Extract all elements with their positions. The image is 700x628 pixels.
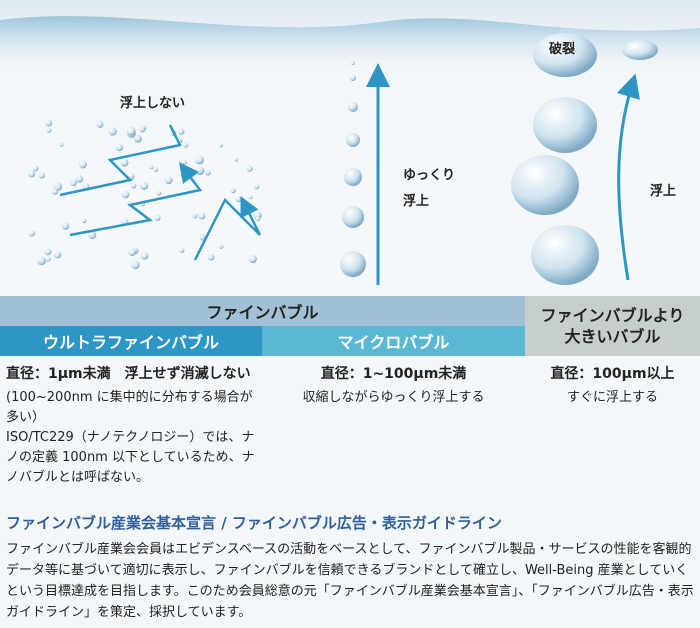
bubble-diagram	[0, 16, 700, 285]
burst-label: 破裂	[549, 42, 576, 57]
ultrafine-note: (100~200nm に集中的に分布する場合が多い）	[6, 390, 253, 425]
micro-bubble	[346, 133, 360, 147]
ultrafine-bubble	[195, 166, 205, 175]
ultrafine-bubble	[234, 157, 239, 162]
ultrafine-bubble	[75, 175, 84, 183]
ultrafine-bubble	[207, 253, 215, 261]
ultrafine-bubble	[108, 127, 117, 136]
ultrafine-bubble	[192, 213, 198, 219]
ultrafine-bubble	[70, 179, 77, 187]
ultrafine-bubble	[37, 256, 46, 266]
ultrafine-bubble	[164, 176, 173, 185]
ultrafine-bubble	[153, 167, 159, 172]
ultrafine-bubble	[218, 244, 224, 249]
ultrafine-bubble	[81, 218, 87, 224]
ultrafine-bubble	[59, 142, 64, 147]
ultrafine-bubble	[182, 159, 187, 165]
ultrafine-bubble	[131, 183, 137, 189]
fine-bubble-header: ファインバブル	[0, 296, 525, 326]
ultrafine-iso-note: ISO/TC229（ナノテクノロジー）では、ナノの定義 100nm 以下としてい…	[6, 430, 255, 485]
micro-bubble	[350, 75, 356, 81]
ultrafine-bubble	[195, 155, 204, 165]
micro-bubble	[340, 251, 366, 277]
large-bubbles	[511, 33, 658, 285]
micro-diameter: 直径：1~100μm未満	[320, 366, 467, 382]
ultrafine-bubble	[133, 134, 142, 143]
ultrafine-bubble	[141, 252, 149, 260]
ultrafine-bubble	[204, 169, 211, 176]
ultrafine-bubble	[121, 190, 130, 199]
ultrafine-bubble	[38, 172, 46, 179]
ultrafine-bubble	[255, 216, 261, 222]
ultrafine-bubble	[139, 126, 146, 133]
ultrafine-bubble-header: ウルトラファインバブル	[0, 326, 262, 356]
ultrafine-bubble	[154, 214, 161, 221]
ultrafine-bubble	[28, 230, 36, 237]
ultrafine-bubble	[32, 165, 39, 172]
ultrafine-bubble	[183, 142, 189, 148]
micro-text: 収縮しながらゆっくり浮上する	[302, 390, 485, 405]
larger-diameter: 直径：100μm以上	[550, 366, 675, 382]
larger-line-2: 大きいバブル	[564, 327, 661, 346]
larger-text: すぐに浮上する	[566, 390, 658, 405]
ultrafine-bubble	[246, 165, 253, 172]
ultrafine-bubble	[177, 128, 185, 135]
bubble-illustration: 浮上しない ゆっくり 浮上 破裂 浮上	[0, 0, 700, 296]
ultrafine-bubble	[78, 160, 87, 169]
ultrafine-bubble	[52, 188, 59, 195]
micro-bubble	[342, 206, 364, 228]
ultrafine-bubble	[120, 158, 129, 167]
zigzag-arrow	[69, 162, 203, 237]
ultrafine-bubble	[46, 127, 52, 133]
micro-bubbles	[340, 61, 366, 277]
rise-label: 浮上	[650, 184, 677, 199]
zigzag-arrow	[193, 196, 262, 261]
micro-bubble	[344, 168, 362, 186]
ultrafine-bubble	[198, 212, 206, 220]
ultrafine-bubble	[115, 143, 124, 152]
ultrafine-bubble	[248, 195, 253, 200]
ultrafine-bubble	[230, 188, 236, 194]
ultrafine-bubble	[179, 247, 185, 254]
section-body: ファインバブル産業会会員はエビデンスベースの活動をベースとして、ファインバブル製…	[6, 542, 694, 620]
ultrafine-bubble	[149, 165, 154, 170]
ultrafine-bubble	[61, 222, 70, 230]
micro-bubble	[351, 61, 355, 65]
ultrafine-bubble	[235, 196, 242, 203]
section-title: ファインバブル産業会基本宣言 / ファインバブル広告・表示ガイドライン	[6, 514, 502, 532]
ultrafine-bubble	[88, 230, 97, 240]
no-rise-label: 浮上しない	[120, 96, 186, 111]
ultrafine-bubble	[139, 181, 149, 190]
ultrafine-bubble	[131, 260, 140, 270]
ultrafine-bubble	[28, 170, 36, 178]
zigzag-arrow	[59, 124, 182, 197]
ultrafine-bubble	[126, 126, 136, 136]
micro-description: 直径：1~100μm未満 収縮しながらゆっくり浮上する	[262, 364, 525, 408]
larger-description: 直径：100μm以上 すぐに浮上する	[525, 364, 700, 408]
ultrafine-bubble	[96, 120, 104, 128]
declaration-section: ファインバブル産業会基本宣言 / ファインバブル広告・表示ガイドライン ファイン…	[6, 512, 696, 623]
ultrafine-bubble	[45, 119, 53, 127]
larger-bubble-header: ファインバブルより大きいバブル	[525, 296, 700, 356]
rise-arrow	[616, 73, 640, 281]
ultrafine-bubble	[54, 251, 62, 259]
slow-label: ゆっくり	[403, 168, 456, 183]
ultrafine-bubbles	[28, 119, 262, 270]
larger-line-1: ファインバブルより	[540, 306, 685, 325]
water-surface	[0, 16, 700, 70]
ultrafine-diameter: 直径：1μm未満 浮上せず消滅しない	[6, 366, 251, 382]
ultrafine-bubble	[218, 143, 224, 148]
ultrafine-bubble	[156, 190, 162, 196]
ultrafine-description: 直径：1μm未満 浮上せず消滅しない (100~200nm に集中的に分布する場…	[6, 364, 262, 488]
micro-bubble	[348, 102, 358, 112]
ultrafine-bubble	[45, 256, 51, 262]
ultrafine-bubble	[44, 248, 52, 256]
slow-rise-label: 浮上	[403, 194, 430, 209]
ultrafine-bubble	[128, 248, 136, 257]
micro-bubble-header: マイクロバブル	[262, 326, 525, 356]
ultrafine-bubble	[248, 254, 257, 264]
ultrafine-bubble	[254, 184, 260, 190]
